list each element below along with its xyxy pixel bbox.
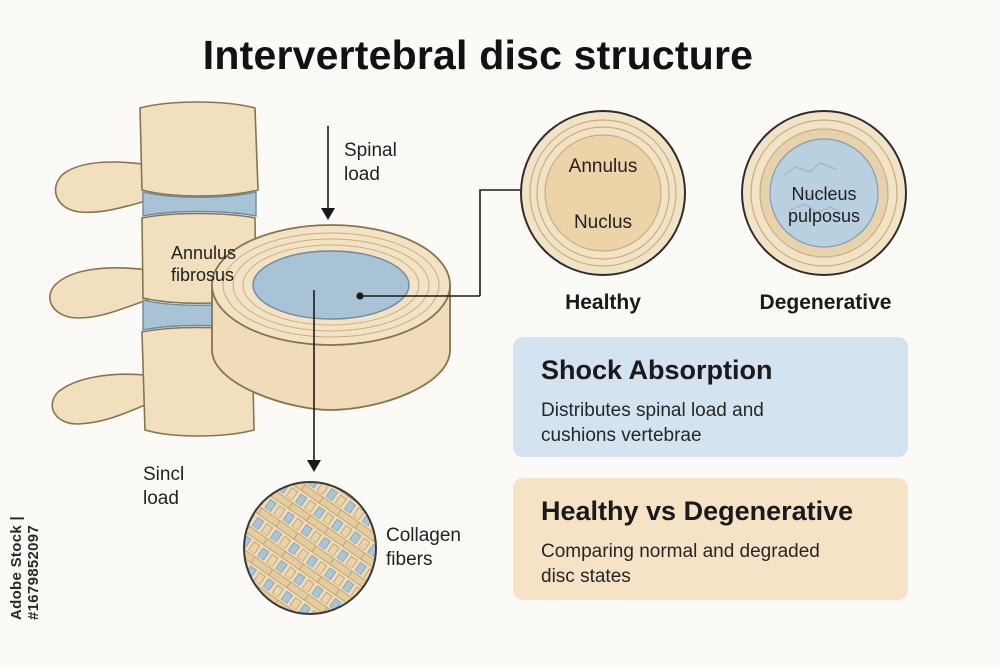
card-title: Healthy vs Degenerative: [541, 496, 854, 526]
collagen-fibers-magnifier: [243, 481, 377, 615]
arrow-heads: [307, 208, 335, 472]
card-title: Shock Absorption: [541, 355, 773, 385]
healthy-caption: Healthy: [565, 291, 641, 314]
annulus-label: Annulus: [568, 156, 638, 177]
sincl-load-label: Sincl load: [143, 464, 185, 509]
degenerative-disc: [741, 110, 907, 276]
nucleus-pulposus-label: Nucleus pulposus: [787, 184, 861, 226]
annulus-fibrosus-label: Annulus fibrosus: [171, 243, 237, 285]
card-text: Comparing normal and degraded disc state…: [541, 541, 820, 587]
healthy-vs-degenerative-card: Healthy vs Degenerative Comparing normal…: [513, 478, 908, 600]
page-title: Intervertebral disc structure: [202, 32, 754, 78]
degenerative-caption: Degenerative: [759, 291, 892, 314]
nuclus-label: Nuclus: [573, 212, 633, 233]
collagen-fibers-label: Collagen fibers: [386, 525, 461, 570]
pointer-dot: [356, 292, 364, 300]
healthy-disc: [520, 110, 686, 276]
spinous-processes: [49, 161, 151, 425]
vertebrae: [139, 101, 259, 437]
spinal-load-label: Spinal load: [344, 140, 397, 185]
card-text: Distributes spinal load and cushions ver…: [541, 400, 764, 446]
shock-absorption-card: Shock Absorption Distributes spinal load…: [513, 337, 908, 457]
disc-cross-section: [211, 224, 451, 411]
pointer-lines: [313, 126, 536, 462]
